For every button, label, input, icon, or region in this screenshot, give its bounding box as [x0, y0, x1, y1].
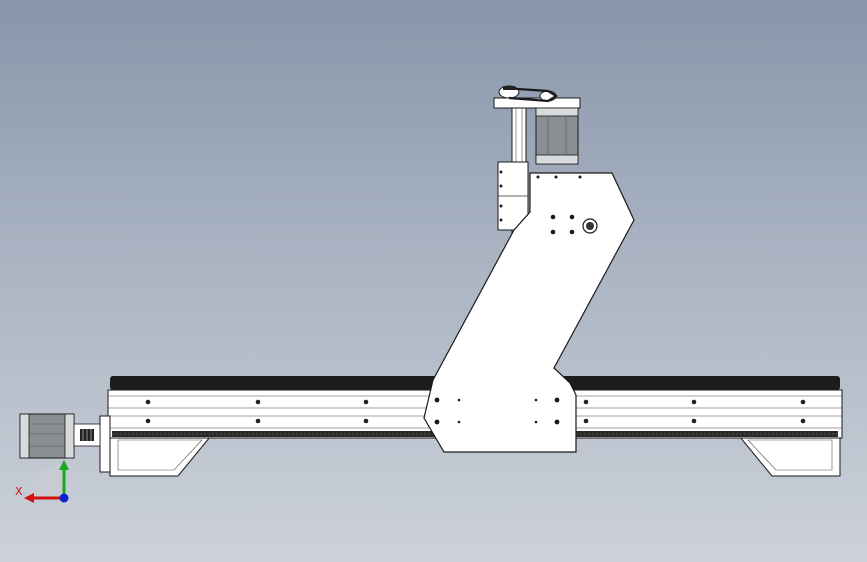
side-plate-upper-holes: [550, 214, 575, 235]
coordinate-triad: [24, 460, 69, 503]
x-axis-stepper-motor[interactable]: [19, 413, 101, 459]
left-end-plate: [99, 415, 111, 473]
rail-bolt-holes: [145, 399, 806, 424]
z-axis-dot: [59, 493, 69, 503]
side-plate-outline: [423, 172, 635, 453]
gantry-side-plate[interactable]: [423, 172, 635, 453]
side-plate-lower-holes: [434, 397, 560, 425]
carriage-bolts: [499, 170, 503, 222]
motor-end-cap: [19, 413, 30, 459]
plate-knob-center: [586, 222, 594, 230]
right-foot-inner: [747, 439, 833, 471]
triad-x-label: X: [15, 485, 23, 498]
z-axis-stepper-motor[interactable]: [493, 85, 581, 165]
motor-front-cap: [535, 107, 579, 117]
side-plate-top-holes: [536, 175, 582, 179]
x-arrow-head: [24, 493, 34, 503]
motor-end-cap: [535, 154, 579, 165]
y-arrow-head: [59, 460, 69, 470]
pulley-hub: [503, 86, 515, 90]
motor-front-cap: [64, 413, 75, 459]
drive-belt: [502, 86, 559, 103]
triad-shading: [30, 464, 64, 498]
left-foot-inner: [117, 439, 203, 471]
